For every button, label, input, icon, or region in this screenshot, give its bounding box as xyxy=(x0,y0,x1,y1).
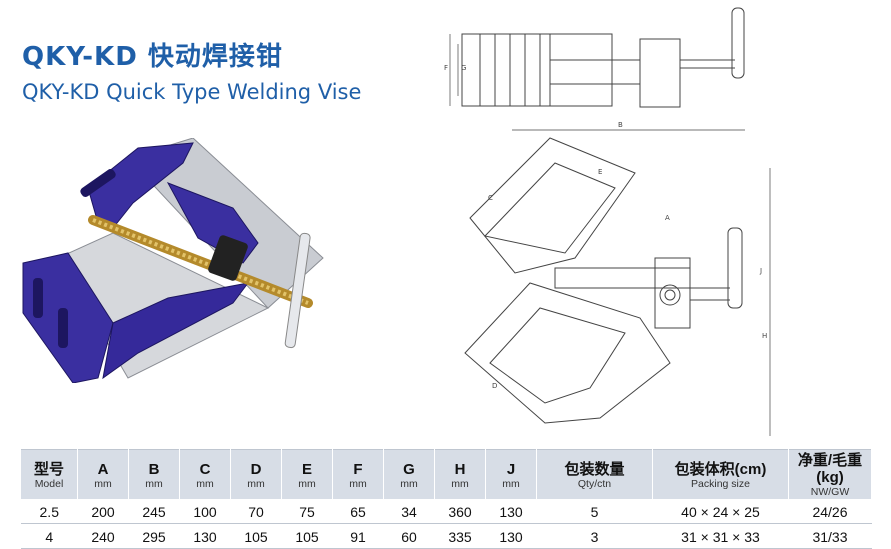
dim-label-b: B xyxy=(618,121,623,129)
table-row: 4 240 295 130 105 105 91 60 335 130 3 31… xyxy=(21,523,872,549)
cell-c: 100 xyxy=(179,499,231,524)
clamp-block xyxy=(208,235,248,281)
cell-e: 105 xyxy=(281,523,333,549)
cell-model: 4 xyxy=(21,523,78,549)
col-header-packing-size: 包装体积(cm)Packing size xyxy=(652,449,789,499)
cell-a: 200 xyxy=(77,499,129,524)
dim-label-g: G xyxy=(461,64,466,72)
cell-d: 105 xyxy=(230,523,282,549)
dim-label-f: F xyxy=(444,64,448,72)
dim-label-e: E xyxy=(598,168,602,176)
cell-e: 75 xyxy=(281,499,333,524)
cell-c: 130 xyxy=(179,523,231,549)
cell-b: 295 xyxy=(128,523,180,549)
page-title-cn: QKY-KD 快动焊接钳 xyxy=(22,42,283,72)
handle-bar xyxy=(284,232,311,349)
cell-j: 130 xyxy=(485,523,537,549)
product-photo xyxy=(22,138,324,383)
cell-nw-gw: 31/33 xyxy=(788,523,872,549)
cell-packing-size: 40 × 24 × 25 xyxy=(652,499,789,524)
cell-j: 130 xyxy=(485,499,537,524)
cell-b: 245 xyxy=(128,499,180,524)
technical-drawing-main-view: B C E A D H J xyxy=(464,121,771,436)
cell-model: 2.5 xyxy=(21,499,78,524)
cell-nw-gw: 24/26 xyxy=(788,499,872,524)
table-row: 2.5 200 245 100 70 75 65 34 360 130 5 40… xyxy=(21,499,872,524)
cell-g: 60 xyxy=(383,523,435,549)
dim-label-j: J xyxy=(759,267,762,275)
cell-g: 34 xyxy=(383,499,435,524)
cell-d: 70 xyxy=(230,499,282,524)
cell-h: 335 xyxy=(434,523,486,549)
dim-label-a: A xyxy=(665,214,670,222)
blue-jaw-corner xyxy=(102,282,250,380)
dim-label-h: H xyxy=(762,332,767,340)
cell-f: 65 xyxy=(332,499,384,524)
dim-label-c: C xyxy=(488,194,493,202)
col-header-nw-gw: 净重/毛重(kg)NW/GW xyxy=(788,449,872,499)
cell-qty: 3 xyxy=(536,523,653,549)
page-title-en: QKY-KD Quick Type Welding Vise xyxy=(22,80,362,104)
cell-packing-size: 31 × 31 × 33 xyxy=(652,523,789,549)
cell-h: 360 xyxy=(434,499,486,524)
dim-label-d: D xyxy=(492,382,497,390)
cell-qty: 5 xyxy=(536,499,653,524)
cell-f: 91 xyxy=(332,523,384,549)
cell-a: 240 xyxy=(77,523,129,549)
technical-drawing-top-view: F G xyxy=(444,7,745,108)
